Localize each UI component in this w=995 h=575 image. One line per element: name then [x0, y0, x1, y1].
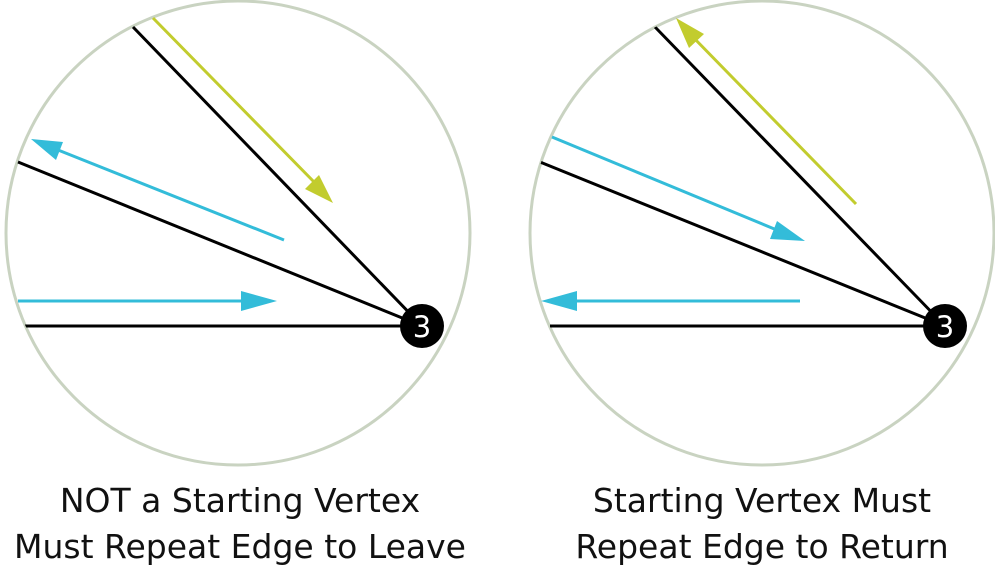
arrow-blue-middle-head: [31, 139, 63, 160]
arrow-blue-middle-shaft: [47, 144, 285, 242]
edge-middle: [17, 160, 423, 328]
arrow-blue-middle-shaft: [551, 135, 785, 235]
arrow-yellow-head: [676, 18, 704, 48]
vertex-node: [923, 304, 967, 348]
panel-left: 3: [4, 0, 472, 467]
arrow-yellow-shaft: [151, 16, 320, 188]
arrow-yellow-shaft: [688, 32, 858, 206]
edge-middle: [539, 160, 946, 328]
caption-right-line1: Starting Vertex Must: [592, 481, 932, 520]
caption-left-line1: NOT a Starting Vertex: [59, 481, 421, 520]
panel-right: 3: [528, 0, 995, 467]
panel-left-circle: [4, 0, 472, 467]
arrow-blue-middle-head: [770, 221, 805, 241]
arrow-blue-lower-head: [541, 291, 577, 311]
vertex-label: 3: [936, 310, 954, 344]
panel-right-circle: [528, 0, 995, 467]
caption-right-line2: Repeat Edge to Return: [575, 527, 949, 566]
caption-right: Starting Vertex Must Repeat Edge to Retu…: [512, 478, 995, 570]
arrow-yellow-head: [305, 175, 333, 203]
caption-left: NOT a Starting Vertex Must Repeat Edge t…: [0, 478, 490, 570]
edge-upper: [131, 25, 424, 328]
arrow-blue-lower-head: [241, 291, 277, 311]
edge-upper: [653, 25, 947, 328]
vertex-label: 3: [413, 310, 431, 344]
vertex-node: [400, 304, 444, 348]
caption-left-line2: Must Repeat Edge to Leave: [14, 527, 466, 566]
